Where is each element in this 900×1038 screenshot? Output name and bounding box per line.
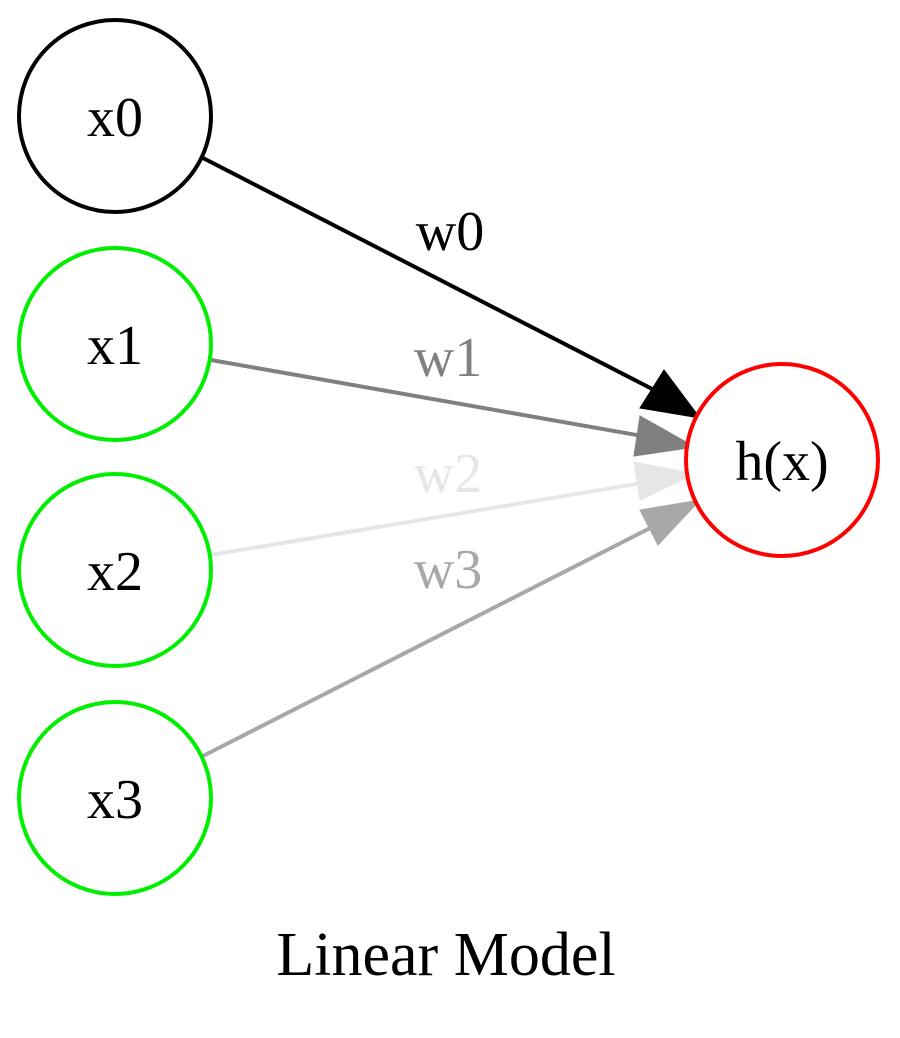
node-hx-label: h(x) <box>735 431 828 493</box>
node-x1-circle <box>17 246 213 442</box>
edge-w1-arrowhead <box>633 415 697 457</box>
node-x0-label: x0 <box>87 87 143 149</box>
edge-w3-label: w3 <box>414 539 482 601</box>
node-x3-circle <box>17 700 213 896</box>
edge-w0-label: w0 <box>416 201 484 263</box>
edge-w3-line <box>202 520 663 758</box>
edge-w2-label: w2 <box>414 443 482 505</box>
edge-w3: w3 <box>202 499 702 758</box>
node-hx: h(x) <box>684 362 880 558</box>
node-x3-label: x3 <box>87 769 143 831</box>
edge-w0: w0 <box>202 156 702 419</box>
edge-w1-line <box>210 358 649 439</box>
node-hx-circle <box>684 362 880 558</box>
diagram-caption: Linear Model <box>276 921 615 989</box>
edge-w3-arrowhead <box>639 499 702 546</box>
node-x3: x3 <box>17 700 213 896</box>
edge-w2: w2 <box>210 443 697 557</box>
edge-w0-line <box>202 156 661 395</box>
edge-w2-line <box>210 480 649 557</box>
edge-w1: w1 <box>210 327 697 457</box>
node-x1: x1 <box>17 246 213 442</box>
node-x2: x2 <box>17 472 213 668</box>
node-x0-circle <box>17 18 213 214</box>
node-x2-circle <box>17 472 213 668</box>
node-x0: x0 <box>17 18 213 214</box>
edge-w1-label: w1 <box>414 327 482 389</box>
node-x1-label: x1 <box>87 315 143 377</box>
edge-w2-arrowhead <box>633 461 697 501</box>
edge-w0-arrowhead <box>639 369 702 419</box>
node-x2-label: x2 <box>87 541 143 603</box>
